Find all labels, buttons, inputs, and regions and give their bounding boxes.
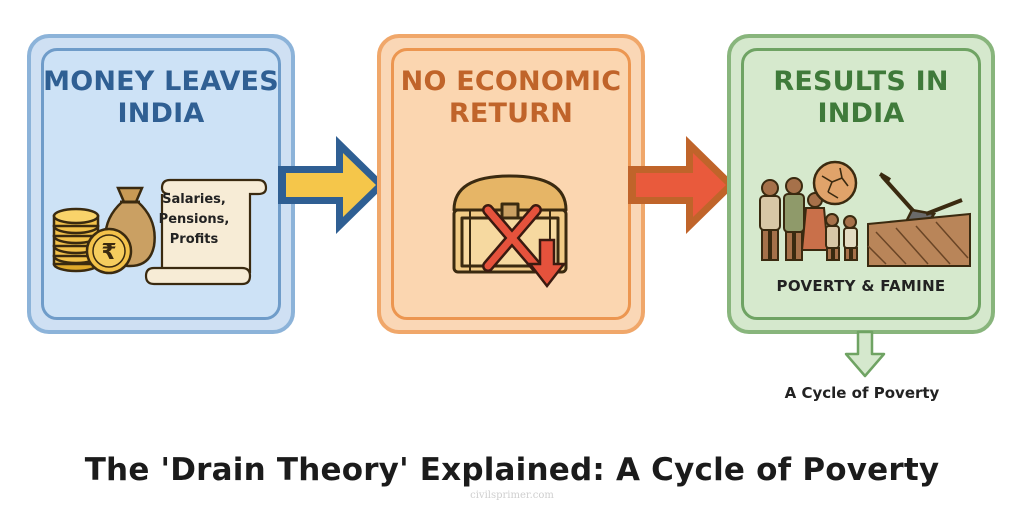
money-panel-title: MONEY LEAVES INDIA	[43, 66, 279, 129]
cycle-down-arrow	[844, 330, 886, 378]
scroll-line-salaries: Salaries,	[162, 192, 226, 207]
scroll-line-profits: Profits	[169, 232, 219, 247]
page-title: The 'Drain Theory' Explained: A Cycle of…	[84, 452, 940, 488]
down-arrow-icon	[527, 238, 567, 289]
cracked-earth-icon	[812, 160, 858, 206]
rupee-coin-icon: ₹	[85, 227, 133, 275]
svg-text:₹: ₹	[101, 240, 116, 265]
no-return-panel-title: NO ECONOMIC RETURN	[400, 66, 622, 129]
panel-inner-border	[741, 48, 981, 320]
arrow-money-to-no-return	[278, 136, 386, 234]
scroll-text: Salaries, Pensions, Profits	[152, 190, 236, 250]
red-x-icon	[482, 204, 542, 272]
dry-field-icon	[867, 212, 971, 267]
results-in-india-panel: RESULTS IN INDIA	[727, 34, 995, 334]
scroll-line-pensions: Pensions,	[158, 212, 230, 227]
results-panel-title: RESULTS IN INDIA	[773, 66, 949, 129]
arrow-no-return-to-results	[628, 136, 736, 234]
scroll-icon	[144, 178, 268, 286]
empty-treasure-chest-icon	[452, 174, 568, 289]
cycle-of-poverty-label: A Cycle of Poverty	[784, 384, 940, 402]
watermark: civilsprimer.com	[470, 490, 554, 501]
poverty-famine-label: POVERTY & FAMINE	[776, 277, 946, 295]
